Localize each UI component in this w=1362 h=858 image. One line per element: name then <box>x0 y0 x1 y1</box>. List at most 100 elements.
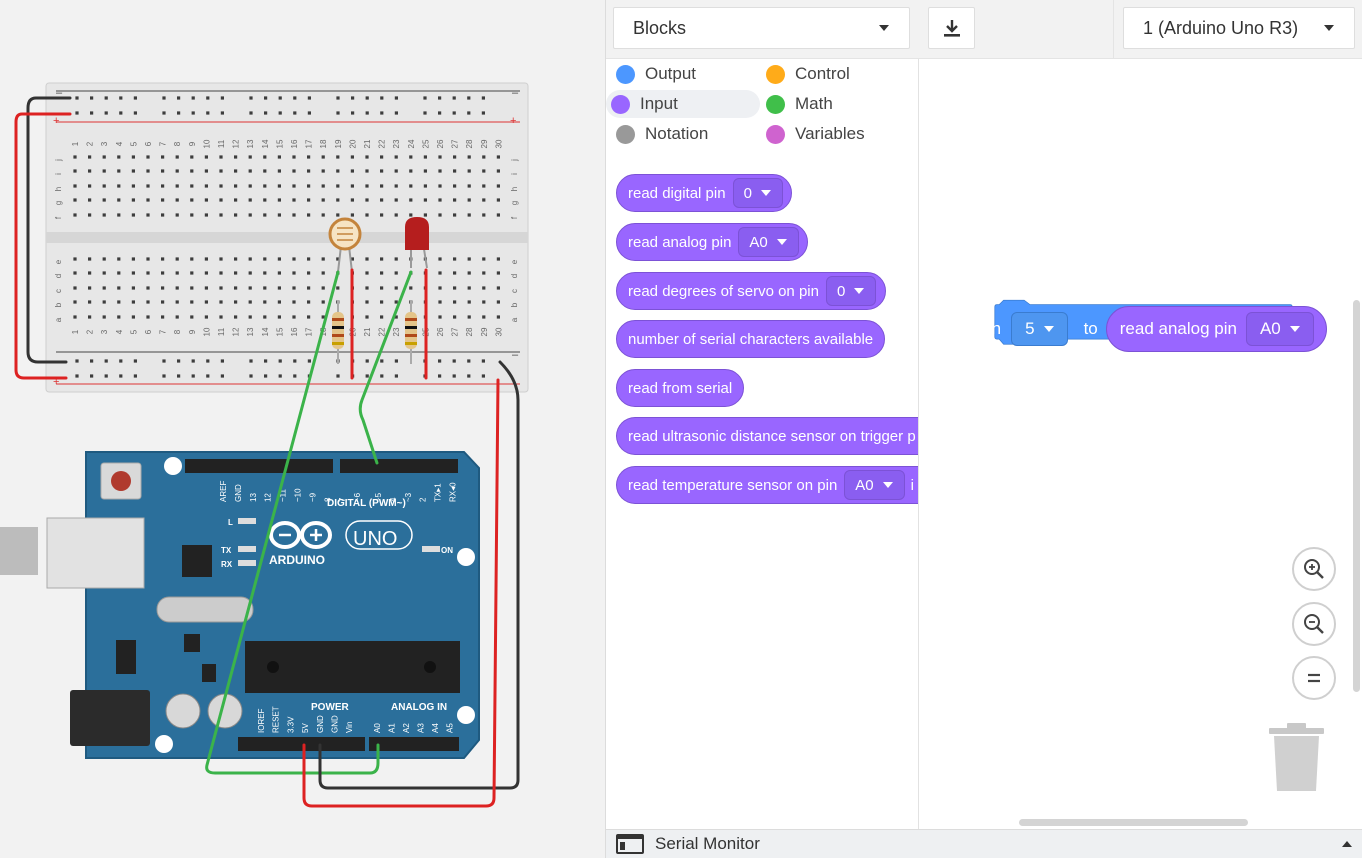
breadboard-hole <box>234 286 238 290</box>
column-label: 20 <box>348 139 357 148</box>
wire-black-left <box>26 96 72 364</box>
breadboard-hole <box>191 359 195 363</box>
breadboard-hole <box>496 169 500 173</box>
breadboard-hole <box>496 300 500 304</box>
block-read-servo-degrees[interactable]: read degrees of servo on pin 0 <box>616 272 886 310</box>
red-led[interactable] <box>405 217 429 269</box>
category-variables[interactable]: Variables <box>761 120 911 148</box>
code-mode-dropdown[interactable]: Blocks <box>613 7 910 49</box>
breadboard-hole <box>292 315 296 319</box>
breadboard-hole <box>131 213 135 217</box>
reporter-pin-dropdown[interactable]: A0 <box>1245 312 1314 346</box>
serial-monitor-bar[interactable]: Serial Monitor <box>606 829 1362 858</box>
column-label: 16 <box>290 327 299 336</box>
breadboard-hole <box>307 271 311 275</box>
pin-dropdown[interactable]: A0 <box>844 470 905 500</box>
breadboard-hole <box>292 257 296 261</box>
chevron-down-icon <box>760 190 771 196</box>
trash-icon[interactable] <box>1269 721 1324 793</box>
breadboard-hole <box>380 300 384 304</box>
breadboard-hole <box>263 169 267 173</box>
category-notation[interactable]: Notation <box>611 120 761 148</box>
chevron-down-icon <box>879 25 889 31</box>
breadboard-hole <box>146 271 150 275</box>
download-code-button[interactable] <box>928 7 975 49</box>
breadboard-hole <box>394 169 398 173</box>
block-set-pin[interactable]: set pin 5 to read analog pin A0 <box>941 298 1346 362</box>
breadboard-hole <box>278 96 282 100</box>
breadboard-hole <box>177 359 181 363</box>
block-read-analog-pin[interactable]: read analog pin A0 <box>616 223 808 261</box>
breadboard-hole <box>321 257 325 261</box>
breadboard-hole <box>380 315 384 319</box>
breadboard-hole <box>336 111 340 115</box>
block-read-digital-pin[interactable]: read digital pin 0 <box>616 174 792 212</box>
breadboard-hole <box>175 286 179 290</box>
photoresistor[interactable] <box>328 217 362 273</box>
zoom-in-button[interactable] <box>1292 547 1336 591</box>
breadboard-hole <box>75 96 79 100</box>
chevron-up-icon[interactable] <box>1342 841 1352 847</box>
breadboard-hole <box>119 96 123 100</box>
zoom-out-icon <box>1304 614 1324 634</box>
wires[interactable] <box>14 96 520 808</box>
breadboard-hole <box>307 300 311 304</box>
column-label: 7 <box>159 141 168 146</box>
pin-dropdown[interactable]: A0 <box>738 227 799 257</box>
power-header-label: POWER <box>311 702 350 713</box>
arduino-uno-board[interactable]: ARDUINO UNO DIGITAL (PWM~) POWER ANALOG … <box>0 451 480 759</box>
breadboard-hole <box>219 257 223 261</box>
breadboard-hole <box>73 184 77 188</box>
pin-dropdown[interactable]: 0 <box>732 178 783 208</box>
category-math[interactable]: Math <box>761 90 911 118</box>
breadboard-hole <box>90 374 94 378</box>
breadboard-hole <box>292 169 296 173</box>
circuit-svg: 1122334455667788991010111112121313141415… <box>0 82 529 808</box>
zoom-out-button[interactable] <box>1292 602 1336 646</box>
breadboard-hole <box>293 111 297 115</box>
breadboard-hole <box>394 286 398 290</box>
block-read-temperature-sensor[interactable]: read temperature sensor on pin A0 i <box>616 466 918 504</box>
column-label: 18 <box>319 139 328 148</box>
board-selector-dropdown[interactable]: 1 (Arduino Uno R3) <box>1123 7 1355 49</box>
breadboard[interactable]: 1122334455667788991010111112121313141415… <box>45 82 529 393</box>
category-input[interactable]: Input <box>606 90 760 118</box>
workspace-vertical-scrollbar[interactable] <box>1353 300 1360 692</box>
column-label: 1 <box>71 329 80 334</box>
breadboard-hole <box>204 213 208 217</box>
category-output[interactable]: Output <box>611 60 761 88</box>
category-label: Notation <box>645 124 709 143</box>
breadboard-hole <box>162 359 166 363</box>
breadboard-hole <box>234 198 238 202</box>
block-label: number of serial characters available <box>628 330 874 348</box>
breadboard-hole <box>263 271 267 275</box>
svg-text:+: + <box>510 115 516 127</box>
breadboard-hole <box>177 111 181 115</box>
block-read-ultrasonic-sensor[interactable]: read ultrasonic distance sensor on trigg… <box>616 417 918 455</box>
column-label: 28 <box>465 327 474 336</box>
workspace-horizontal-scrollbar[interactable] <box>1019 819 1248 826</box>
zoom-reset-button[interactable] <box>1292 656 1336 700</box>
breadboard-hole <box>249 359 253 363</box>
resistor-1[interactable] <box>332 300 344 364</box>
block-read-analog-pin-reporter[interactable]: read analog pin A0 <box>1105 306 1327 352</box>
breadboard-hole <box>117 271 121 275</box>
resistor-2[interactable] <box>405 300 417 364</box>
breadboard-hole <box>102 257 106 261</box>
set-pin-dropdown[interactable]: 5 <box>1011 312 1068 346</box>
breadboard-hole <box>264 359 268 363</box>
breadboard-hole <box>321 286 325 290</box>
breadboard-hole <box>409 155 413 159</box>
block-serial-characters-available[interactable]: number of serial characters available <box>616 320 885 358</box>
category-dot-icon <box>616 124 635 144</box>
breadboard-hole <box>453 257 457 261</box>
code-mode-label: Blocks <box>633 17 687 38</box>
breadboard-hole <box>292 198 296 202</box>
category-control[interactable]: Control <box>761 60 911 88</box>
row-label: b <box>54 302 63 307</box>
code-workspace[interactable] <box>919 59 1362 829</box>
pin-dropdown[interactable]: 0 <box>825 276 877 306</box>
breadboard-hole <box>307 155 311 159</box>
block-read-from-serial[interactable]: read from serial <box>616 369 744 407</box>
